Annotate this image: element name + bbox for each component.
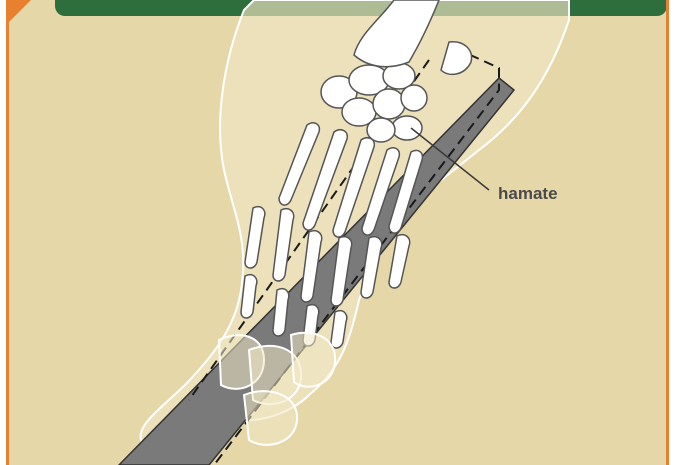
hand-illustration (9, 0, 669, 465)
hamate-label: hamate (498, 184, 558, 204)
diagram-panel: hamate (6, 0, 669, 465)
